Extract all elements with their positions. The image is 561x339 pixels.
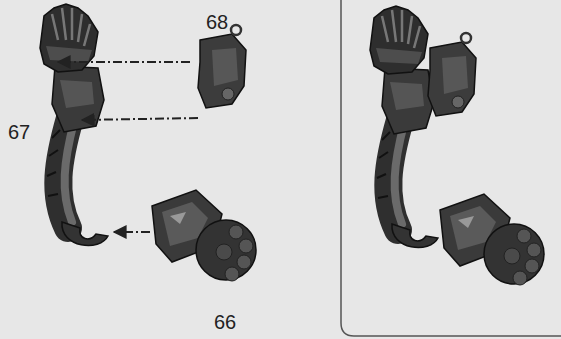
assembled-67 <box>370 6 438 247</box>
callout-number: 68 <box>206 12 228 32</box>
part-68 <box>198 25 246 108</box>
callout-number: 66 <box>214 312 236 332</box>
assembly-arrow <box>114 231 150 233</box>
assembly-arrow <box>58 61 190 63</box>
assembly-arrow <box>82 118 198 120</box>
part-66 <box>152 190 256 281</box>
result-panel <box>341 0 561 336</box>
callout-number: 67 <box>8 122 30 142</box>
assembled-66 <box>440 194 544 285</box>
assembled-68 <box>428 33 476 116</box>
part-67 <box>40 4 108 245</box>
